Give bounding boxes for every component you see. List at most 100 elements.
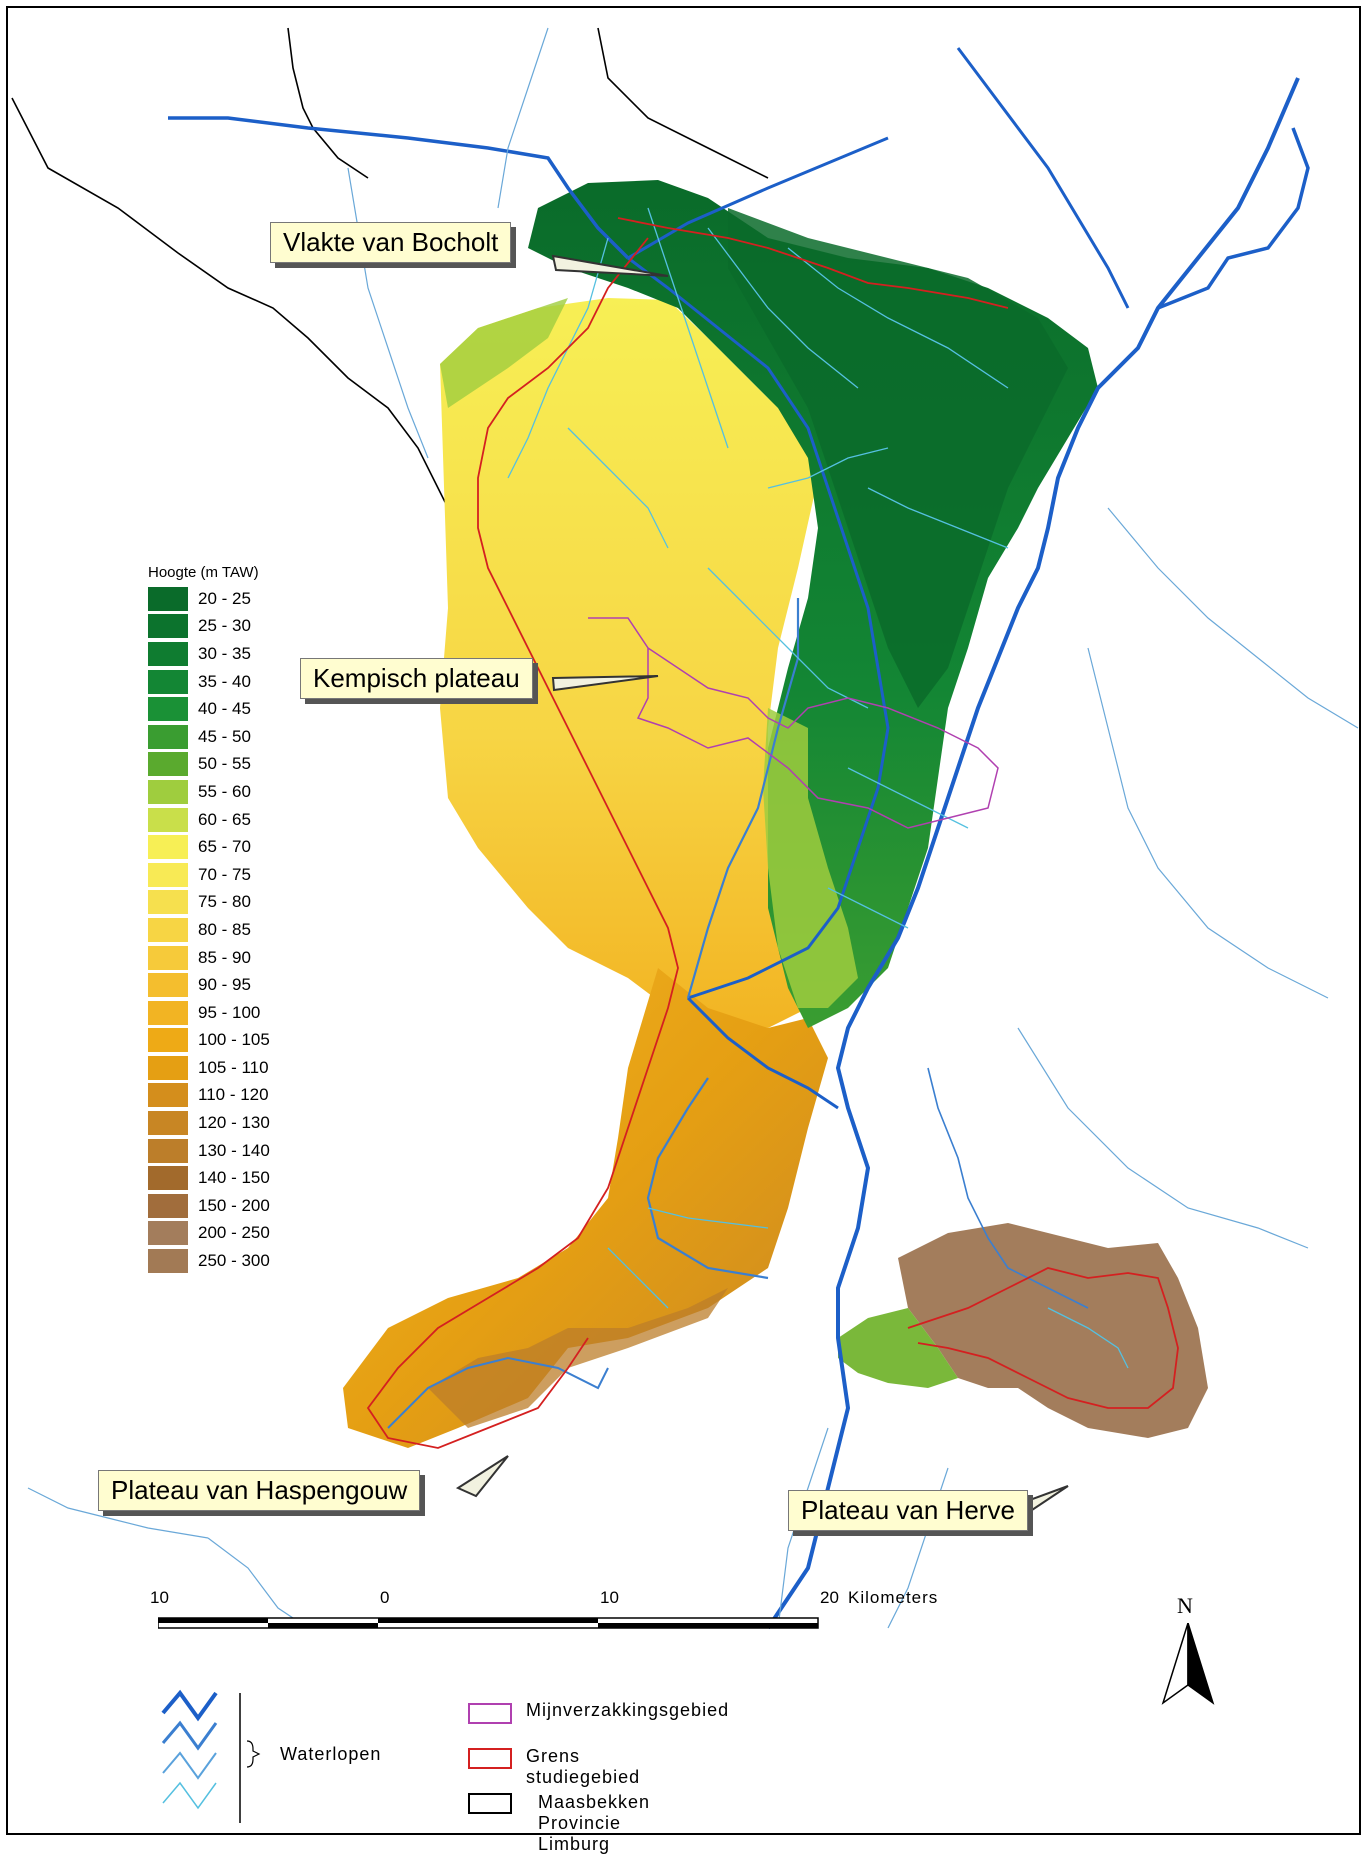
scale-unit-label: Kilometers (848, 1588, 939, 1607)
scale-tick-label: 10 (600, 1588, 619, 1607)
elevation-swatch (148, 1055, 188, 1080)
elevation-class: 150 - 200 (148, 1192, 270, 1220)
scale-tick-label: 10 (150, 1588, 169, 1607)
elevation-class-label: 70 - 75 (198, 864, 251, 884)
elevation-map (11, 27, 1359, 1630)
elevation-class-label: 105 - 110 (198, 1057, 269, 1077)
river-albertkanaal (686, 996, 839, 1110)
light-green-north (440, 298, 568, 408)
elevation-swatch (148, 697, 188, 722)
elevation-raster (343, 180, 1208, 1448)
elevation-swatch (148, 1111, 188, 1136)
elevation-swatch (148, 945, 188, 970)
herve-green-area (838, 1308, 958, 1388)
elevation-class-label: 35 - 40 (198, 671, 251, 691)
elevation-swatch (148, 917, 188, 942)
elevation-class-label: 40 - 45 (198, 699, 251, 719)
mining-subsidence-boundary (588, 617, 999, 829)
north-arrow-icon (1161, 1623, 1215, 1705)
scale-tick-label: 0 (380, 1588, 390, 1607)
maasbekken-swatch (468, 1793, 512, 1814)
elevation-swatch (148, 724, 188, 749)
elevation-class: 110 - 120 (148, 1082, 270, 1110)
elevation-class: 75 - 80 (148, 889, 270, 917)
elevation-class: 90 - 95 (148, 971, 270, 999)
elevation-class: 20 - 25 (148, 585, 270, 613)
elevation-class: 65 - 70 (148, 833, 270, 861)
elevation-class: 130 - 140 (148, 1137, 270, 1165)
river-haspengouw (387, 1356, 609, 1429)
elevation-class-label: 85 - 90 (198, 947, 251, 967)
elevation-swatch (148, 614, 188, 639)
elevation-swatch (148, 1166, 188, 1191)
streams-outside (27, 27, 1359, 1629)
elevation-swatch (148, 1083, 188, 1108)
callout-plateau-van-haspengouw: Plateau van Haspengouw (98, 1470, 421, 1511)
elevation-class: 140 - 150 (148, 1164, 270, 1192)
elevation-class-label: 130 - 140 (198, 1140, 270, 1160)
elevation-class: 40 - 45 (148, 695, 270, 723)
river-canal-north (168, 116, 630, 260)
elevation-swatch (148, 1000, 188, 1025)
study-area-boundary (366, 217, 1179, 1449)
elevation-class-label: 45 - 50 (198, 726, 251, 746)
grens-label: Grens studiegebied (526, 1746, 641, 1787)
elevation-swatch (148, 1193, 188, 1218)
elevation-swatch (148, 835, 188, 860)
elevation-class: 35 - 40 (148, 668, 270, 696)
elevation-class: 200 - 250 (148, 1220, 270, 1248)
scale-bar: 10 0 10 20 Kilometers (150, 1588, 937, 1648)
river-canal-ne (627, 136, 889, 260)
light-green-fringe (763, 708, 858, 1008)
elevation-swatch (148, 862, 188, 887)
elevation-class: 45 - 50 (148, 723, 270, 751)
haspengouw-high-area (428, 1288, 728, 1428)
grens-swatch (468, 1748, 512, 1769)
elevation-swatch (148, 890, 188, 915)
elevation-class: 30 - 35 (148, 640, 270, 668)
elevation-class: 120 - 130 (148, 1109, 270, 1137)
haspengouw-plateau-area (343, 968, 828, 1448)
river-maas-branch (1157, 127, 1310, 310)
elevation-class-label: 120 - 130 (198, 1113, 270, 1133)
elevation-class-label: 60 - 65 (198, 809, 251, 829)
elevation-legend-title: Hoogte (m TAW) (148, 564, 259, 581)
rivers (27, 27, 1359, 1630)
elevation-class-label: 65 - 70 (198, 837, 251, 857)
river-maas (766, 77, 1300, 1630)
elevation-swatch (148, 779, 188, 804)
mijnverzakking-label: Mijnverzakkingsgebied (526, 1700, 730, 1720)
dark-green-core (728, 208, 1068, 708)
river-demer (646, 1077, 769, 1280)
scale-tick-label: 20 (820, 1588, 839, 1607)
elevation-class: 80 - 85 (148, 916, 270, 944)
elevation-class-label: 80 - 85 (198, 919, 251, 939)
north-arrow: N (1158, 1593, 1218, 1723)
elevation-class-label: 55 - 60 (198, 781, 251, 801)
elevation-swatch (148, 1249, 188, 1274)
elevation-class: 50 - 55 (148, 751, 270, 779)
elevation-class-label: 75 - 80 (198, 892, 251, 912)
north-label: N (1177, 1593, 1193, 1618)
river-east-tributary (927, 1067, 1089, 1309)
maasbekken-label: Maasbekken Provincie Limburg (538, 1792, 651, 1854)
elevation-class-label: 90 - 95 (198, 975, 251, 995)
herve-plateau-area (898, 1223, 1208, 1438)
elevation-swatch (148, 586, 188, 611)
elevation-swatch (148, 807, 188, 832)
elevation-class: 70 - 75 (148, 861, 270, 889)
elevation-class: 25 - 30 (148, 613, 270, 641)
callout-kempisch-plateau: Kempisch plateau (300, 658, 533, 699)
waterlopen-legend-icon (161, 1689, 241, 1823)
elevation-class: 250 - 300 (148, 1247, 270, 1275)
scale-bar-graphic (158, 1617, 819, 1629)
elevation-class-label: 200 - 250 (198, 1223, 270, 1243)
elevation-swatch (148, 1028, 188, 1053)
waterlopen-label: Waterlopen (280, 1744, 382, 1764)
elevation-swatch (148, 641, 188, 666)
river-canal-east (956, 47, 1130, 309)
elevation-class-label: 100 - 105 (198, 1030, 270, 1050)
elevation-swatch (148, 1138, 188, 1163)
